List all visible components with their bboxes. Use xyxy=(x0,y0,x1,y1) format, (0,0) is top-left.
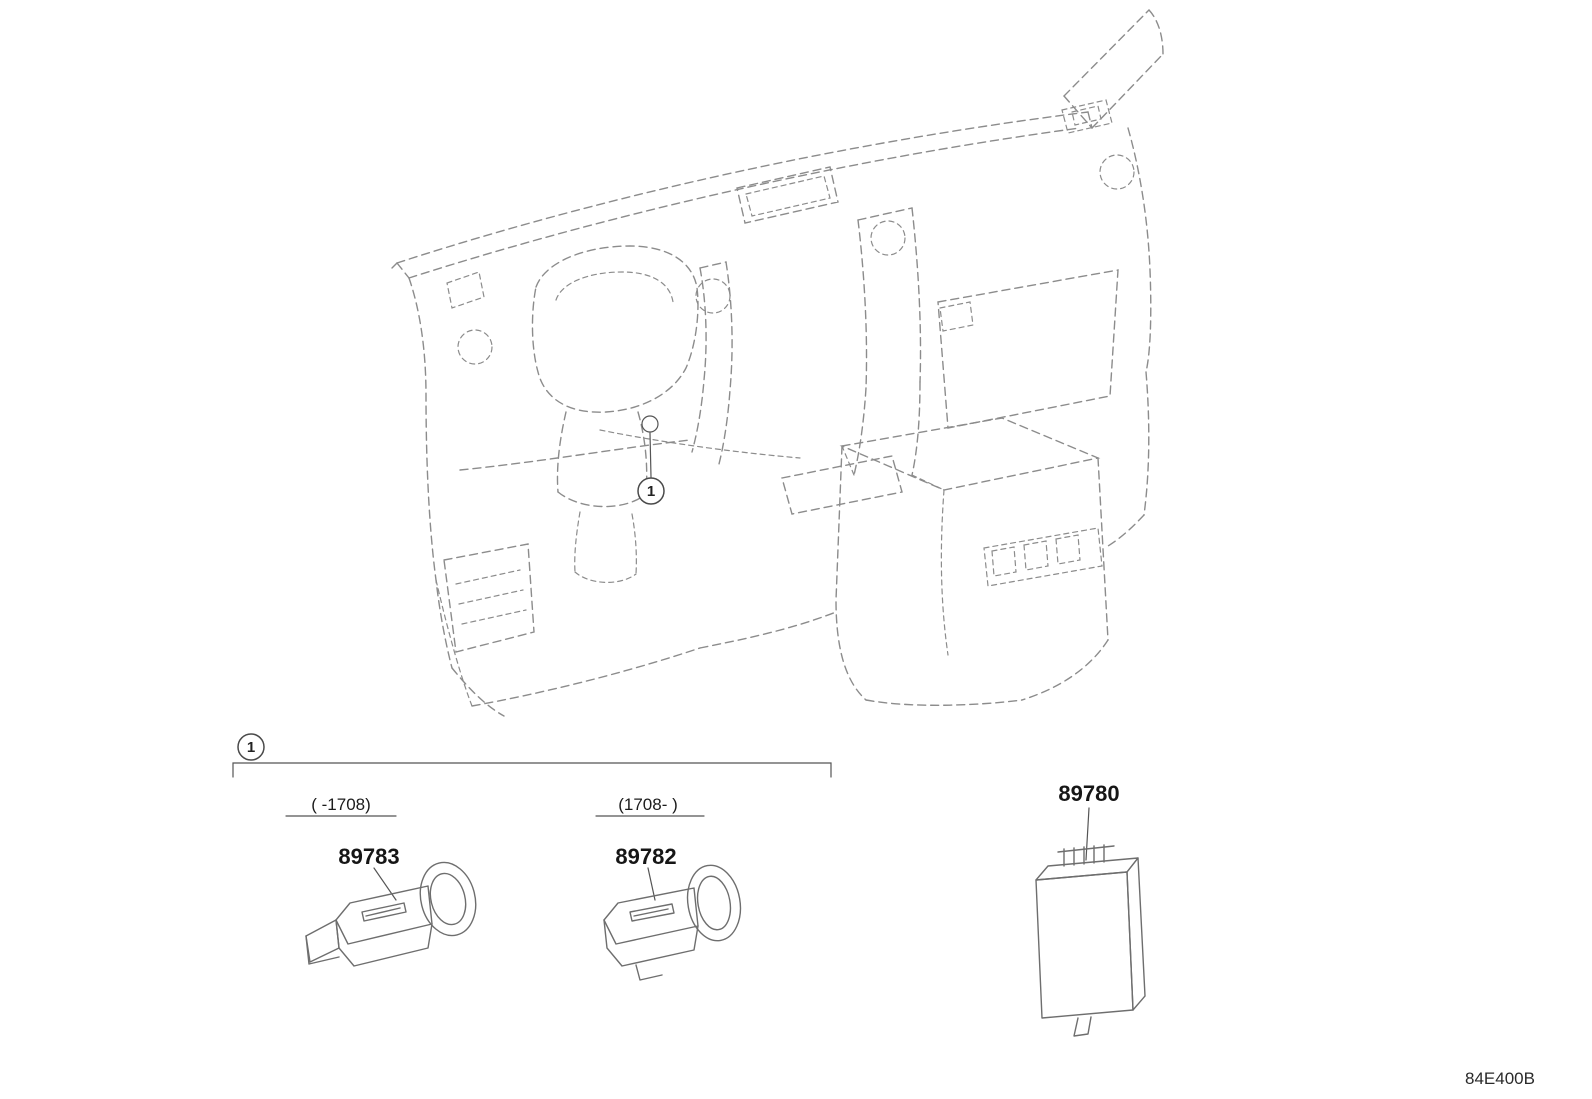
callout-balloon xyxy=(637,477,665,505)
vent-circle-center-left xyxy=(695,278,731,314)
callout-leader-line xyxy=(649,432,652,478)
receiver-drawing xyxy=(1035,844,1146,1037)
variant-early: ( -1708) 89783 xyxy=(285,795,477,967)
transmitter-drawing-late xyxy=(603,864,742,981)
receiver-assembly: 89780 xyxy=(1035,781,1146,1037)
vent-circle-center-right xyxy=(870,220,906,256)
group-balloon xyxy=(237,733,265,761)
range-label-late: (1708- ) xyxy=(618,795,678,814)
part-leader-early xyxy=(373,867,397,901)
vent-circle-left xyxy=(457,329,493,365)
bracket-line xyxy=(232,762,832,778)
transmitter-drawing-early xyxy=(305,861,477,967)
part-number-89780: 89780 xyxy=(1058,781,1119,806)
callout-1: 1 xyxy=(637,415,665,505)
variant-group-bracket: 1 xyxy=(232,733,832,778)
diagram-code: 84E400B xyxy=(1465,1069,1535,1088)
part-number-89782: 89782 xyxy=(615,844,676,869)
dashboard-illustration xyxy=(391,9,1164,717)
part-leader-late xyxy=(647,867,656,901)
part-location-marker xyxy=(641,415,659,433)
part-leader-receiver xyxy=(1085,807,1090,861)
variant-late: (1708- ) 89782 xyxy=(595,795,742,981)
range-label-early: ( -1708) xyxy=(311,795,371,814)
part-number-89783: 89783 xyxy=(338,844,399,869)
vent-circle-right xyxy=(1099,154,1135,190)
callout-number: 1 xyxy=(647,483,655,500)
group-number: 1 xyxy=(247,739,255,756)
